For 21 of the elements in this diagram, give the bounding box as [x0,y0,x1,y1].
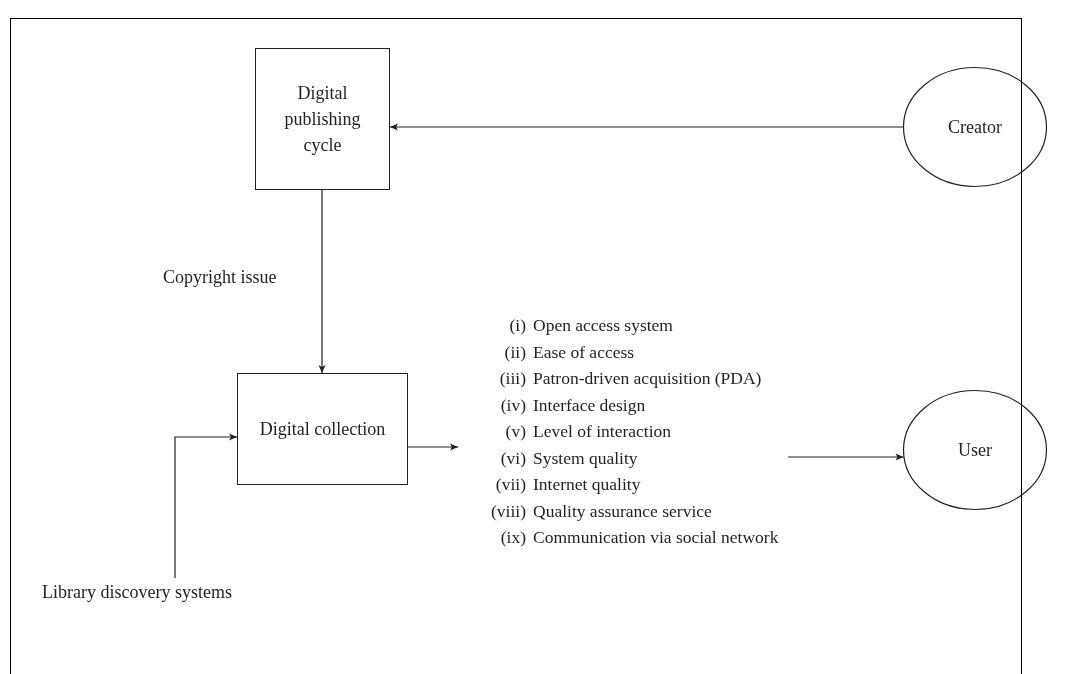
box-label: Digital publishing cycle [283,82,362,157]
list-item: (ix) Communication via social network [499,526,780,549]
list-item: (vi) System quality [499,446,639,470]
arrow [174,433,238,579]
box-label: Digital collection [259,418,386,441]
list-item: (viii) Quality assurance service [490,499,713,523]
arrow [318,189,326,374]
arrow [407,443,459,451]
list-item: (i) Open access system [508,314,674,337]
list-item: (v) Level of interaction [504,420,672,443]
arrow [389,123,904,131]
list-item: (vii) Internet quality [494,473,642,496]
list-item: (iv) Interface design [499,393,647,417]
list-item: (ii) Ease of access [503,340,636,364]
arrow [787,453,905,461]
process-box [237,373,408,485]
list-item: (iii) Patron-driven acquisition (PDA) [498,367,763,390]
process-box [255,48,390,190]
node-label: User [958,438,992,462]
node-label: Creator [948,115,1002,139]
node-label: Library discovery systems [42,580,232,604]
